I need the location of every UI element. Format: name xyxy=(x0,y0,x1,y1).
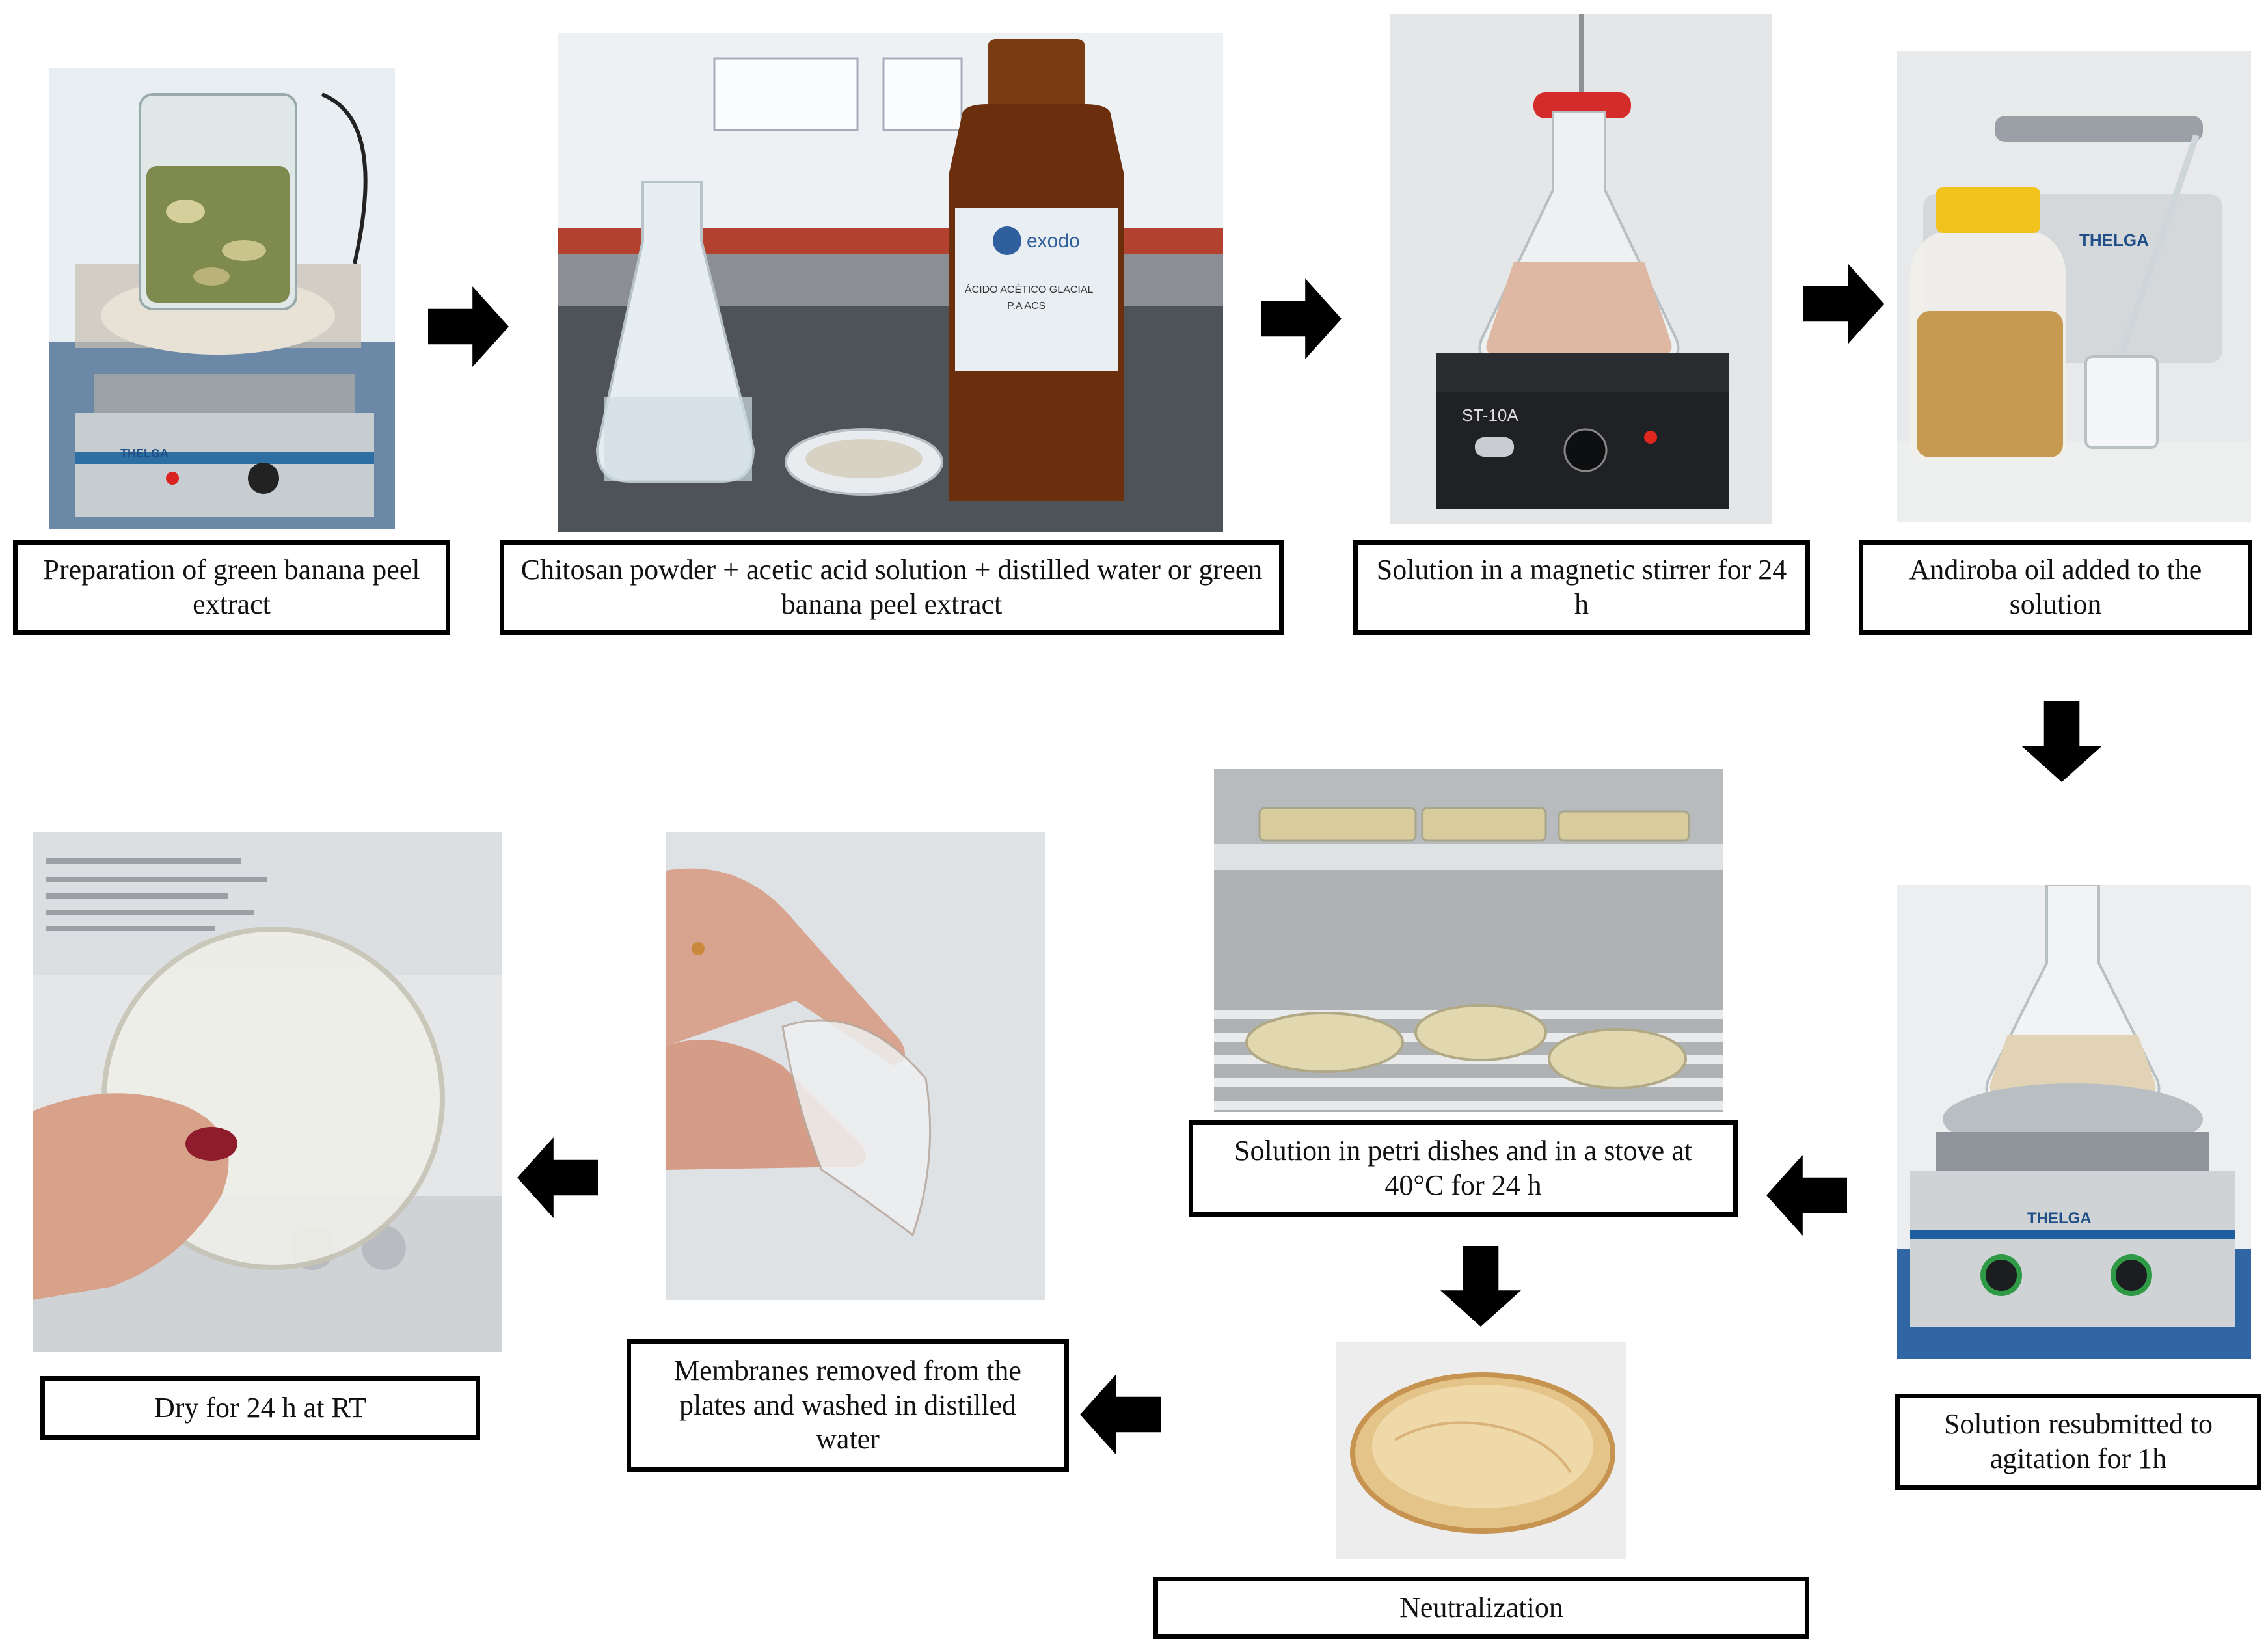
step-6-label: Solution in petri dishes and in a stove … xyxy=(1189,1120,1738,1217)
bottle-brand-text: exodo xyxy=(1027,230,1080,252)
step-4-label: Andiroba oil added to the solution xyxy=(1859,540,2252,635)
arrow-right-3 xyxy=(1803,264,1884,344)
bottle-line2-text: P.A ACS xyxy=(1007,301,1045,312)
arrow-down-1 xyxy=(2018,701,2105,782)
step-8-label: Membranes removed from the plates and wa… xyxy=(627,1339,1069,1472)
photo-membrane-washed xyxy=(666,832,1045,1300)
photo-petri-dishes-stove xyxy=(1214,769,1723,1112)
photo-andiroba-oil: THELGA xyxy=(1897,51,2251,522)
arrow-right-1 xyxy=(426,286,511,367)
photo-chitosan-mixture: exodo ÁCIDO ACÉTICO GLACIAL P.A ACS xyxy=(558,33,1223,532)
step-7-label: Neutralization xyxy=(1153,1577,1809,1639)
bottle-line1-text: ÁCIDO ACÉTICO GLACIAL xyxy=(965,283,1093,295)
photo-neutralization xyxy=(1336,1342,1626,1559)
step-1-label: Preparation of green banana peel extract xyxy=(13,540,450,635)
photo5-brand-text: THELGA xyxy=(2027,1210,2092,1227)
arrow-left-2 xyxy=(1080,1374,1161,1455)
arrow-down-2 xyxy=(1438,1246,1524,1327)
arrow-left-1 xyxy=(1765,1155,1848,1236)
step-2-label: Chitosan powder + acetic acid solution +… xyxy=(500,540,1284,635)
step-5-label: Solution resubmitted to agitation for 1h xyxy=(1895,1394,2261,1490)
photo-banana-peel-extract: THELGA xyxy=(49,68,395,529)
step-3-label: Solution in a magnetic stirrer for 24 h xyxy=(1353,540,1810,635)
photo-magnetic-stirrer: ST-10A xyxy=(1390,14,1772,524)
photo-dry-membrane xyxy=(33,832,502,1352)
photo-brand-text: THELGA xyxy=(120,447,169,460)
photo4-brand-text: THELGA xyxy=(2079,230,2149,250)
arrow-left-3 xyxy=(517,1137,598,1218)
step-9-label: Dry for 24 h at RT xyxy=(40,1376,480,1440)
photo-resubmitted-agitation: THELGA xyxy=(1897,885,2251,1359)
stirrer-model-text: ST-10A xyxy=(1462,405,1518,425)
arrow-right-2 xyxy=(1261,278,1342,359)
